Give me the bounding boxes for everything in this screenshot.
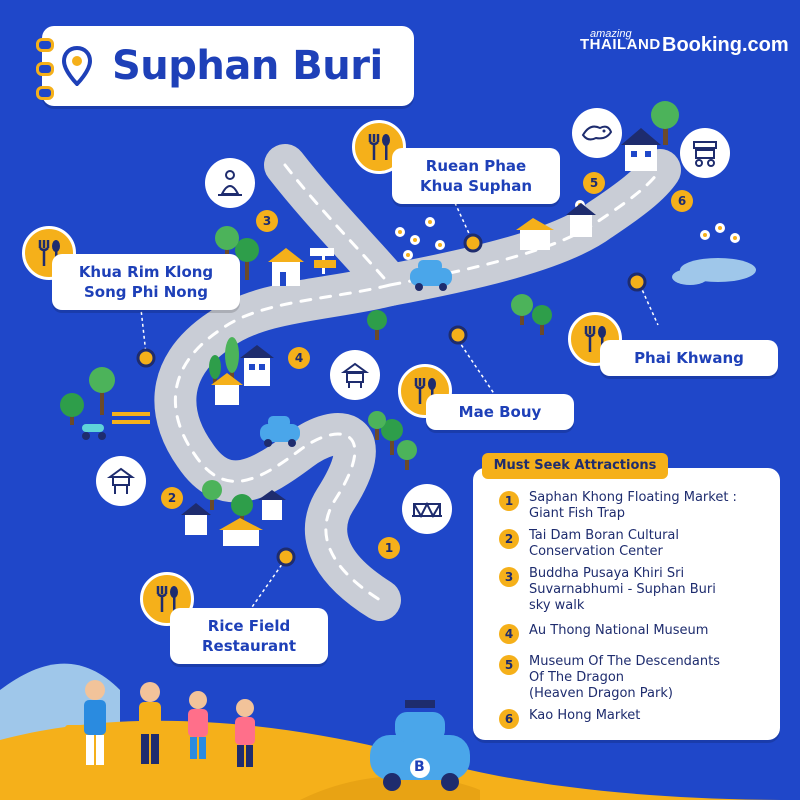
attraction-name: Museum Of The Descendants Of The Dragon … [529,654,721,701]
car-middle [260,416,300,447]
binder-ring [36,86,54,100]
car-top [410,260,452,291]
attraction-number: 4 [499,624,519,644]
attraction-name: Au Thong National Museum [529,623,709,638]
map-number-badge: 2 [161,487,183,509]
bench [112,412,150,424]
restaurant-label: Ruean Phae Khua Suphan [392,148,560,204]
car-badge: B [414,759,425,775]
buddha-icon [205,158,255,208]
bridge-icon [402,484,452,534]
booking-car [370,700,470,791]
dragon-icon [572,108,622,158]
location-markers [136,233,647,567]
attraction-number: 5 [499,655,519,675]
attraction-number: 3 [499,567,519,587]
fork-spoon-icon [398,364,452,418]
list-item: 6 Kao Hong Market [499,708,772,729]
map-number-badge: 4 [288,347,310,369]
map-number-badge: 3 [256,210,278,232]
list-item: 4 Au Thong National Museum [499,623,772,644]
attraction-name: Tai Dam Boran Cultural Conservation Cent… [529,528,680,559]
list-item: 2 Tai Dam Boran Cultural Conservation Ce… [499,528,772,560]
map-number-badge: 6 [671,190,693,212]
map-pin-icon [62,46,92,86]
attraction-number: 2 [499,529,519,549]
map-number-badge: 5 [583,172,605,194]
attraction-name: Saphan Khong Floating Market : Giant Fis… [529,490,737,521]
title-card: Suphan Buri [42,26,414,106]
attraction-name: Buddha Pusaya Khiri Sri Suvarnabhumi - S… [529,566,716,613]
fork-spoon-icon [140,572,194,626]
attractions-list: 1 Saphan Khong Floating Market : Giant F… [473,468,780,740]
amazing-thailand-logo-text: THAILAND [580,36,661,53]
page-title: Suphan Buri [112,43,383,89]
restaurant-label: Phai Khwang [600,340,778,376]
market-cart-icon [680,128,730,178]
attraction-name: Kao Hong Market [529,708,641,723]
attraction-number: 1 [499,491,519,511]
binder-ring [36,62,54,76]
trees [60,101,679,525]
museum-icon [330,350,380,400]
list-item: 3 Buddha Pusaya Khiri Sri Suvarnabhumi -… [499,566,772,614]
signpost [310,248,336,274]
attractions-header: Must Seek Attractions [482,453,668,479]
attraction-number: 6 [499,709,519,729]
restaurant-label: Khua Rim Klong Song Phi Nong [52,254,240,310]
amazing-thailand-logo: amazing [590,28,632,40]
restaurant-label: Mae Bouy [426,394,574,430]
flowers [395,200,740,260]
map-number-badge: 1 [378,537,400,559]
booking-logo: Booking.com [662,34,789,56]
scooter [82,424,106,440]
houses [181,128,661,546]
travelers [65,680,255,767]
stilt-house-icon [96,456,146,506]
list-item: 1 Saphan Khong Floating Market : Giant F… [499,490,772,522]
list-item: 5 Museum Of The Descendants Of The Drago… [499,654,772,702]
restaurant-label: Rice Field Restaurant [170,608,328,664]
binder-ring [36,38,54,52]
